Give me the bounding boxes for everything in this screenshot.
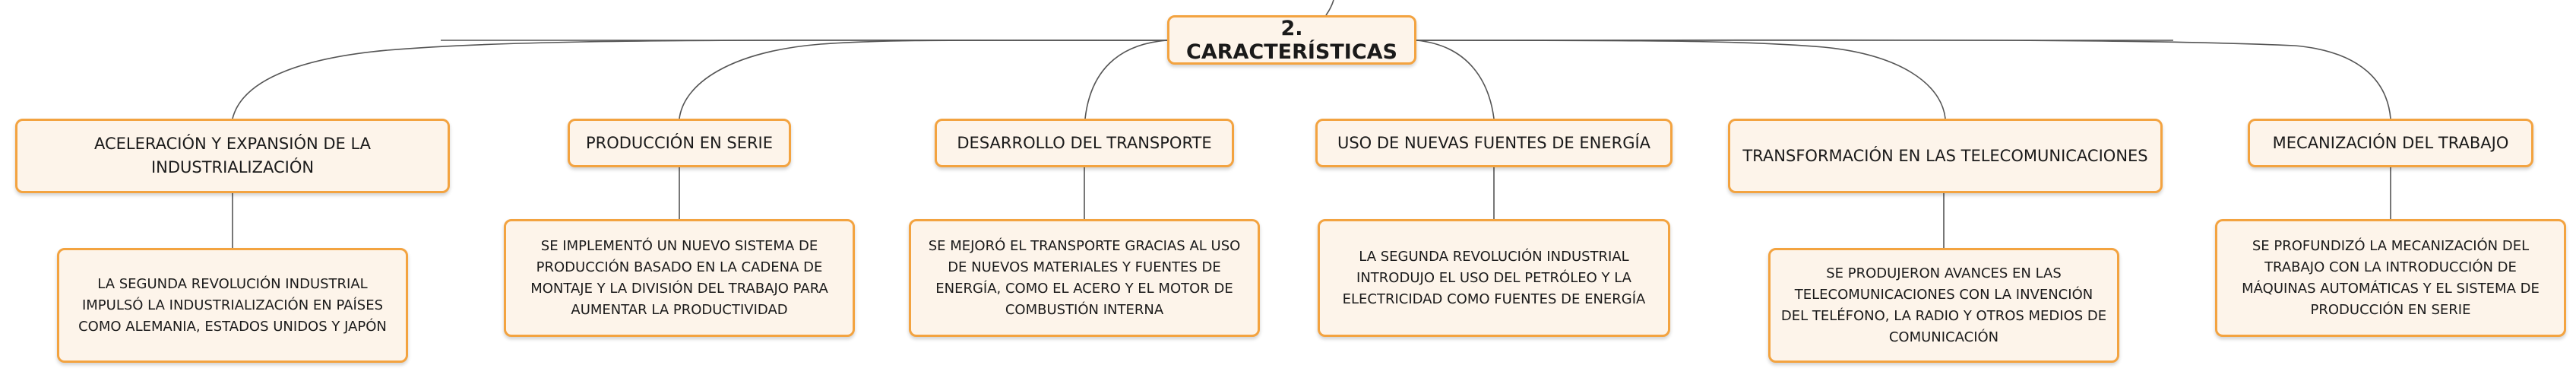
connector-branch-5: [1416, 40, 1946, 119]
branch-3-detail[interactable]: SE MEJORÓ EL TRANSPORTE GRACIAS AL USO D…: [909, 219, 1260, 337]
branch-6-detail[interactable]: SE PROFUNDIZÓ LA MECANIZACIÓN DEL TRABAJ…: [2215, 219, 2566, 337]
connector-branch-2: [679, 40, 1168, 119]
connector-branch-6: [1416, 39, 2391, 119]
branch-6-title[interactable]: MECANIZACIÓN DEL TRABAJO: [2248, 119, 2533, 167]
connector-branch-4: [1416, 40, 1495, 119]
connector-branch-3: [1084, 40, 1168, 119]
connector-parent-root: [1325, 0, 1334, 16]
branch-4-detail[interactable]: LA SEGUNDA REVOLUCIÓN INDUSTRIAL INTRODU…: [1318, 219, 1670, 337]
branch-3-title[interactable]: DESARROLLO DEL TRANSPORTE: [935, 119, 1234, 167]
branch-1-title[interactable]: ACELERACIÓN Y EXPANSIÓN DE LA INDUSTRIAL…: [15, 119, 450, 193]
connector-branch-1: [232, 39, 1168, 119]
branch-2-detail[interactable]: SE IMPLEMENTÓ UN NUEVO SISTEMA DE PRODUC…: [504, 219, 855, 337]
branch-1-detail[interactable]: LA SEGUNDA REVOLUCIÓN INDUSTRIAL IMPULSÓ…: [57, 248, 408, 363]
branch-4-title[interactable]: USO DE NUEVAS FUENTES DE ENERGÍA: [1315, 119, 1673, 167]
root-node[interactable]: 2. CARACTERÍSTICAS: [1167, 15, 1416, 65]
branch-5-detail[interactable]: SE PRODUJERON AVANCES EN LAS TELECOMUNIC…: [1768, 248, 2119, 363]
branch-5-title[interactable]: TRANSFORMACIÓN EN LAS TELECOMUNICACIONES: [1728, 119, 2163, 193]
branch-2-title[interactable]: PRODUCCIÓN EN SERIE: [568, 119, 791, 167]
